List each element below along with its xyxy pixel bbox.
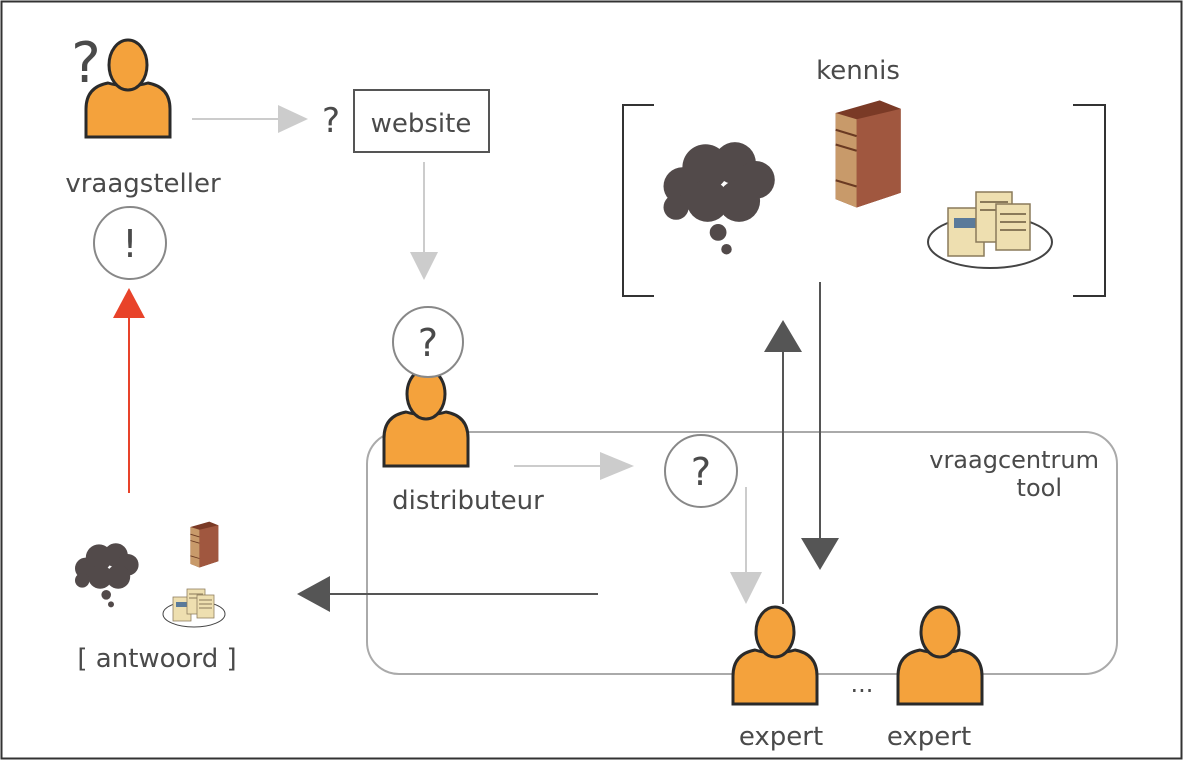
kennis-bracket-right (1073, 104, 1106, 297)
tool-label-line1: vraagcentrum (929, 446, 1099, 474)
distributeur-question-circle (392, 306, 464, 378)
distributeur-question-mark: ? (418, 321, 438, 365)
expert-1-label: expert (739, 722, 823, 752)
arrow-to-distributeur-head (410, 252, 438, 280)
website-box (353, 89, 490, 153)
exclamation-mark: ! (122, 222, 137, 266)
tool-question-mark: ? (691, 450, 711, 494)
knowledge-book-icon (834, 99, 902, 209)
arrow-to-antwoord-head (297, 576, 330, 612)
answer-book-icon (189, 521, 219, 568)
red-answer-arrow-head (113, 288, 145, 318)
kennis-bracket-left (622, 104, 654, 297)
website-label: website (371, 109, 472, 139)
kennis-label: kennis (816, 56, 900, 86)
expert-2-label: expert (887, 722, 971, 752)
arrow-kennis-to-tool-head (801, 538, 839, 570)
website-question-mark: ? (322, 101, 340, 141)
tool-question-circle (664, 434, 738, 508)
tool-label-line2: tool (1017, 474, 1062, 502)
vraagsteller-label: vraagsteller (65, 169, 221, 199)
arrow-to-website-head (278, 105, 308, 133)
distributeur-label: distributeur (392, 486, 544, 516)
arrow-expert-to-kennis-head (764, 320, 802, 352)
arrow-to-expert-head (730, 572, 762, 604)
arrow-to-tool-question-head (600, 452, 634, 480)
vraagsteller-exclamation-circle (93, 206, 167, 280)
expert-ellipsis: ... (851, 670, 874, 698)
antwoord-label: [ antwoord ] (77, 644, 236, 674)
vraagsteller-question-mark: ? (71, 31, 101, 96)
